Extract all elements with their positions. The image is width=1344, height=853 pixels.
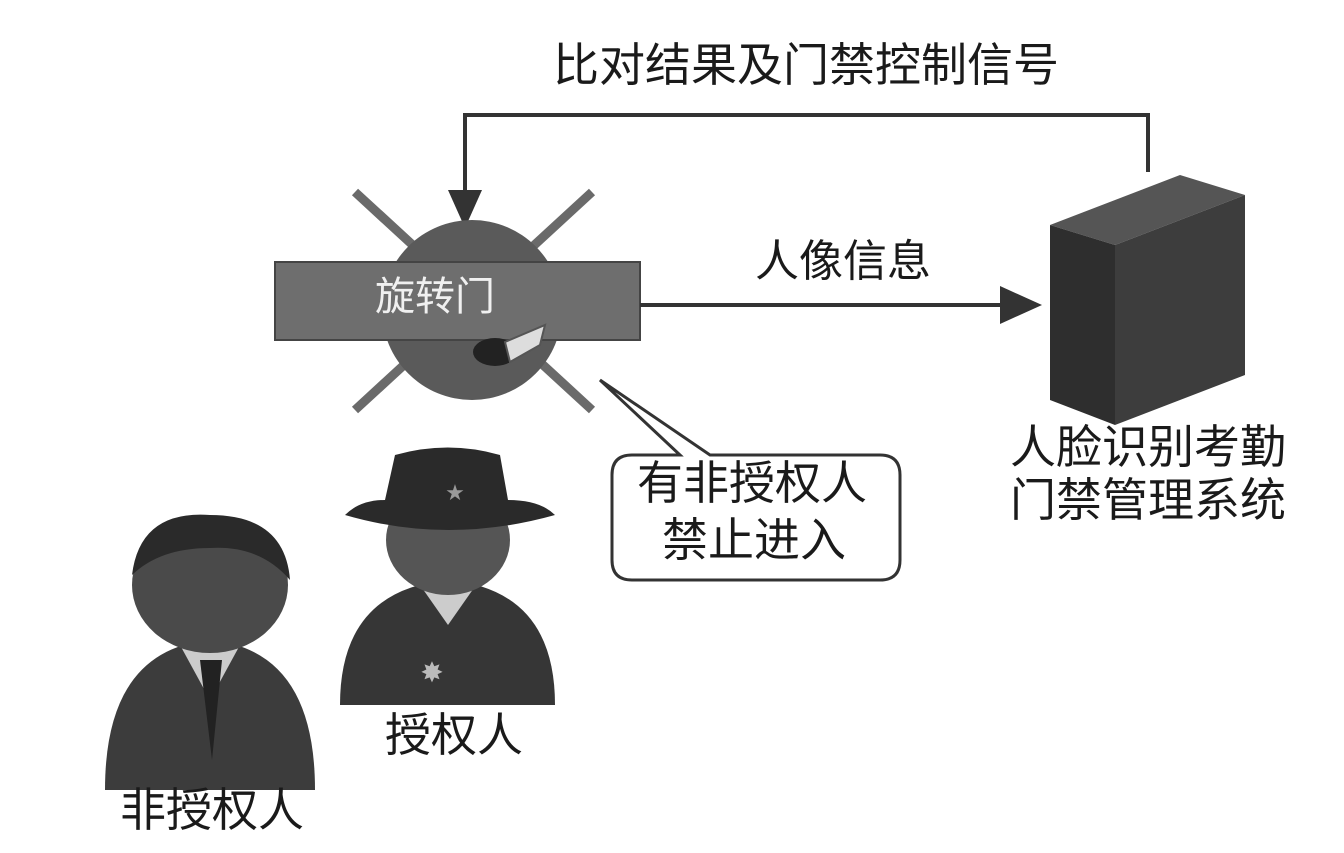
diagram-title: 比对结果及门禁控制信号 [553, 38, 1059, 92]
turnstile [274, 188, 641, 414]
authorized-person-label: 授权人 [385, 708, 523, 762]
callout-line2: 禁止进入 [662, 513, 846, 567]
authorized-person-icon: ★ ✸ [340, 447, 555, 705]
svg-text:★: ★ [445, 481, 465, 506]
system-label-line2: 门禁管理系统 [1010, 473, 1286, 527]
turnstile-label: 旋转门 [375, 274, 495, 320]
portrait-info-label: 人像信息 [755, 236, 931, 287]
system-label-line1: 人脸识别考勤 [1010, 420, 1286, 474]
camera-icon [473, 323, 547, 366]
unauthorized-person-label: 非授权人 [120, 783, 304, 837]
callout-bubble [598, 378, 902, 582]
portrait-info-arrowhead [1000, 286, 1042, 324]
feedback-arrowhead [448, 190, 482, 228]
unauthorized-person-icon [105, 514, 315, 790]
feedback-arrow [463, 113, 1150, 222]
server-icon [1050, 175, 1245, 425]
callout-line1: 有非授权人 [637, 456, 867, 510]
svg-text:✸: ✸ [420, 656, 443, 689]
